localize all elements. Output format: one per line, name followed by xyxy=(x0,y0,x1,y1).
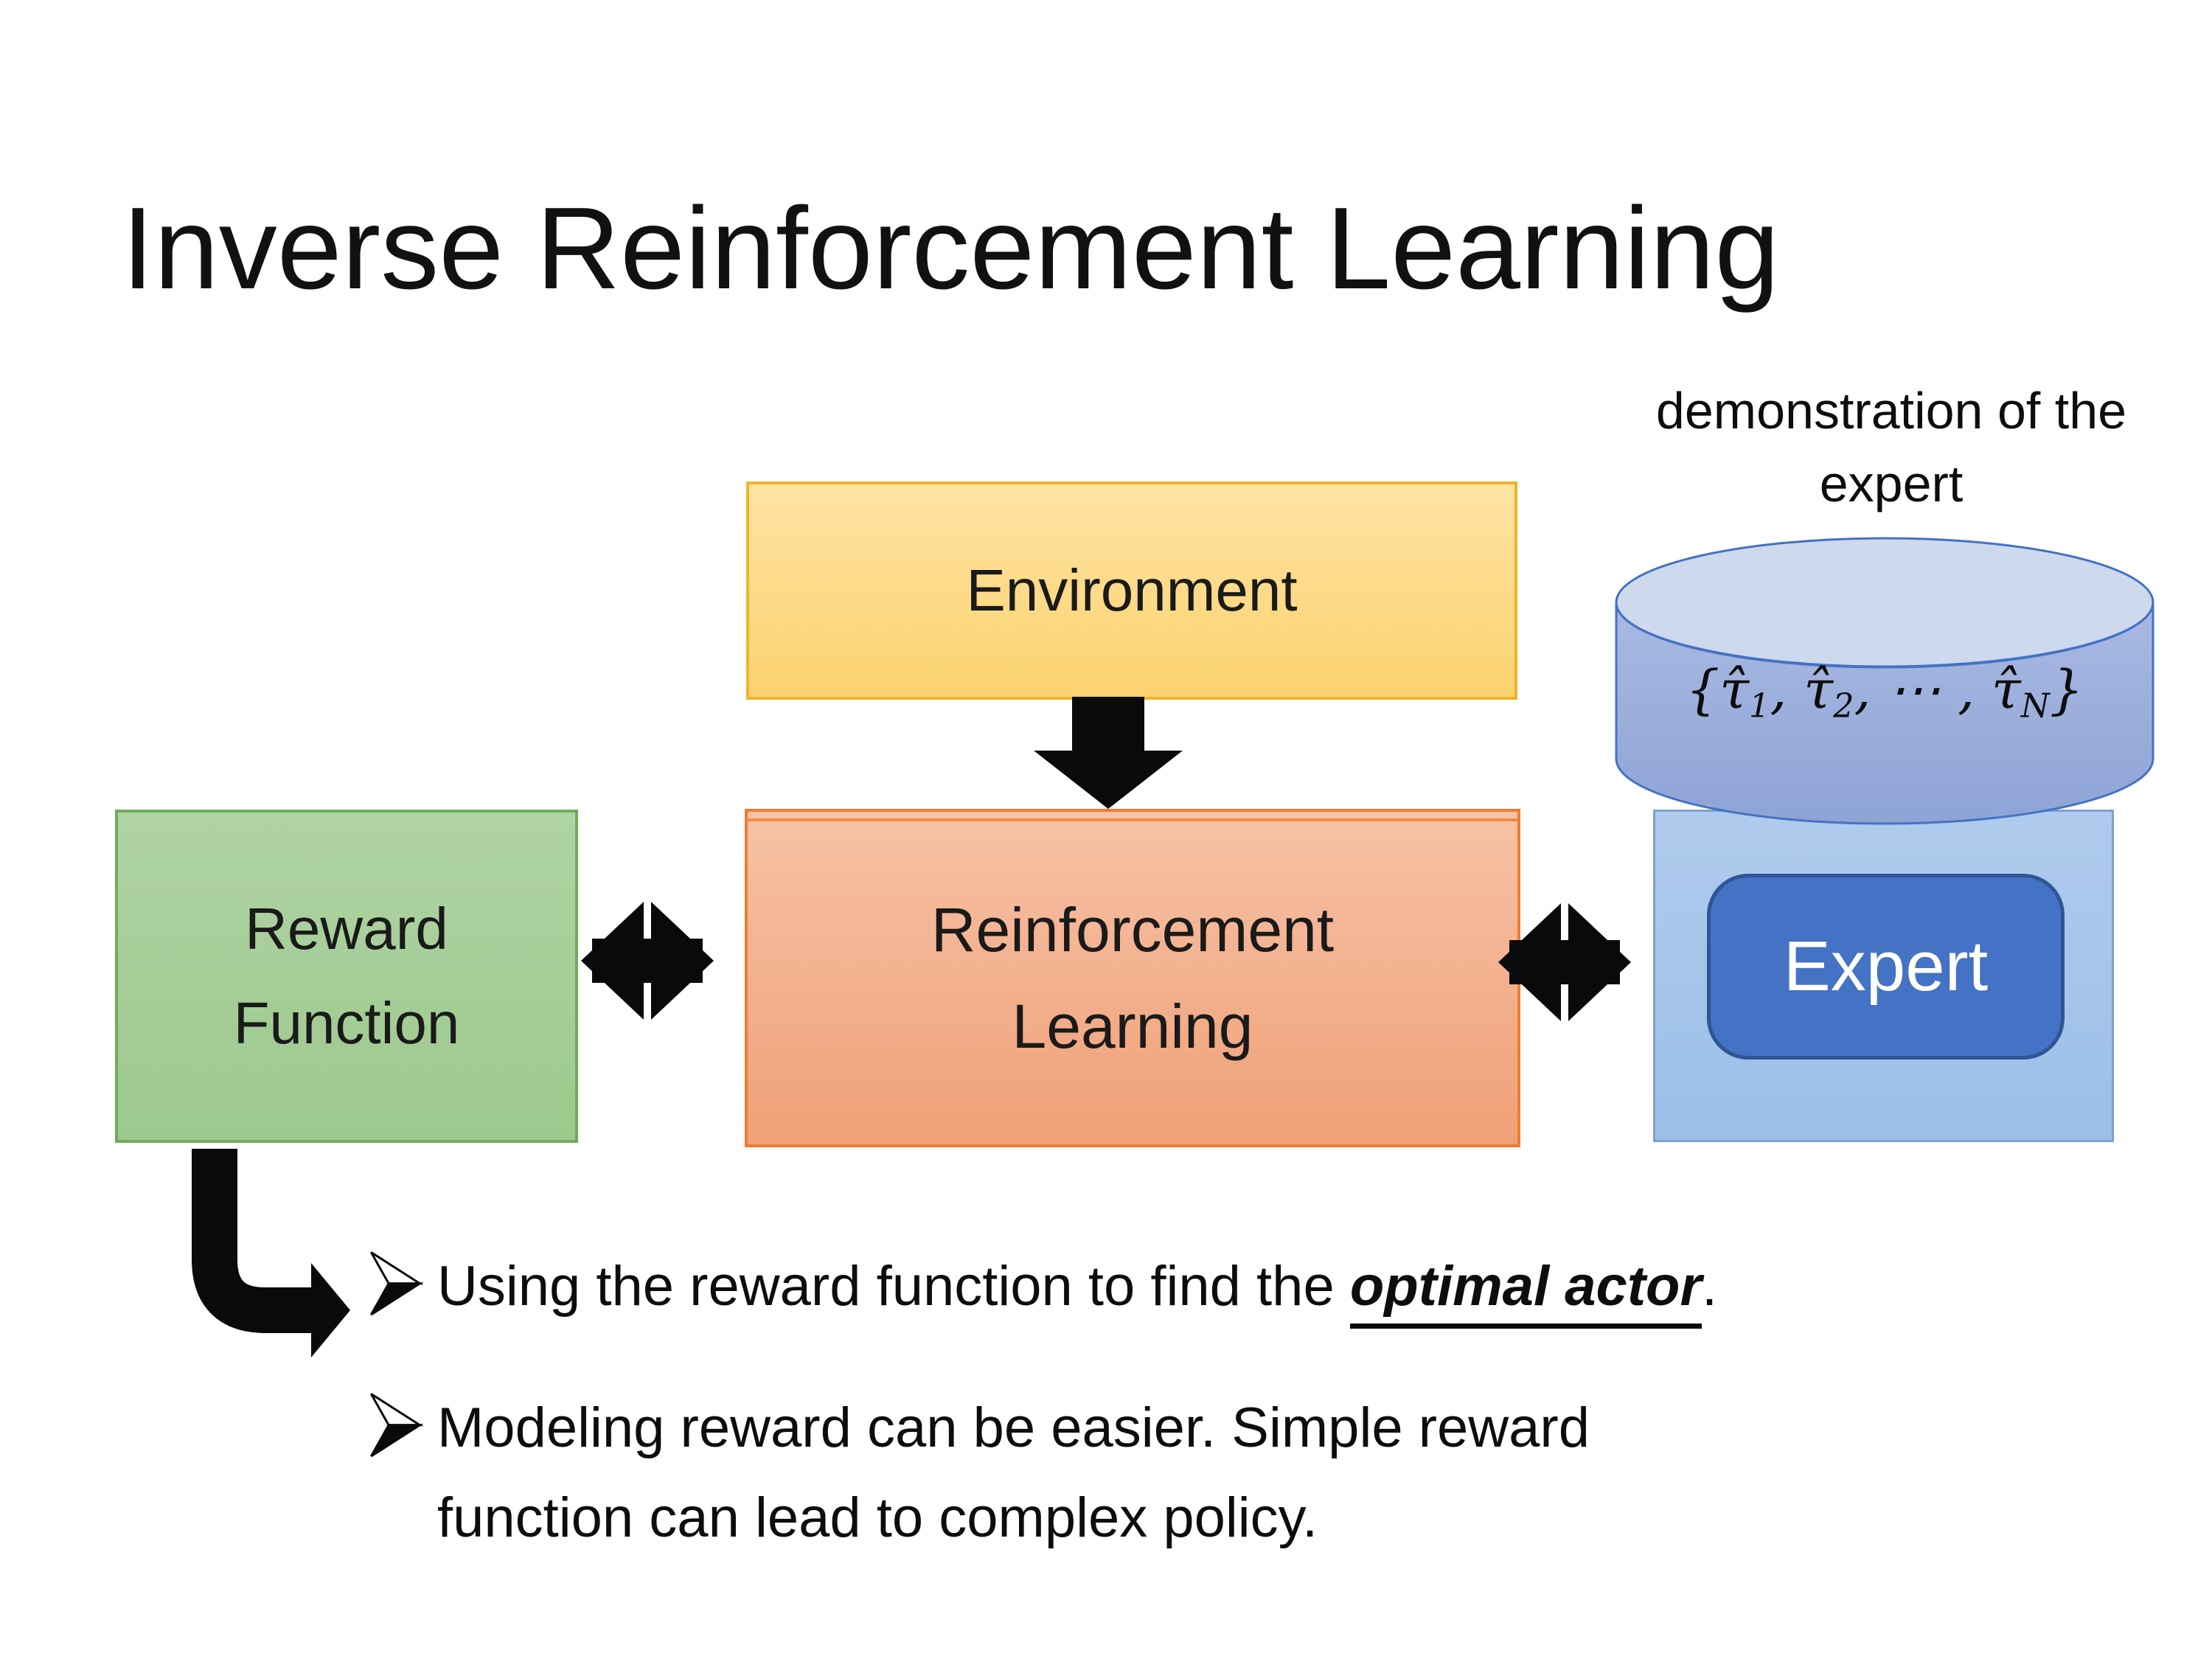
demonstration-of-expert-label: demonstration of the expert xyxy=(1655,382,2127,513)
down-arrow-icon xyxy=(1034,697,1183,809)
environment-label: Environment xyxy=(966,557,1298,623)
bullet-text: Using the reward function to find the op… xyxy=(437,1242,1717,1332)
reinforcement-learning-label: Reinforcement Learning xyxy=(931,895,1335,1061)
expert-label: Expert xyxy=(1783,927,1989,1006)
database-cylinder-icon xyxy=(1615,537,2154,825)
bullet-item: Modeling reward can be easier. Simple re… xyxy=(366,1383,2166,1563)
bullet-arrow-icon xyxy=(370,1393,424,1458)
text-segment: . xyxy=(1702,1255,1718,1318)
emphasized-text: optimal actor xyxy=(1349,1255,1703,1329)
formula-part: , ⋯ , τ̂ xyxy=(1854,658,2021,720)
formula-subscript: 2 xyxy=(1833,686,1854,726)
formula-part: } xyxy=(2049,658,2084,720)
bullet-list: Using the reward function to find the op… xyxy=(366,1242,2166,1615)
bullet-item: Using the reward function to find the op… xyxy=(366,1242,2166,1332)
bullet-arrow-icon xyxy=(370,1251,424,1316)
formula-subscript: N xyxy=(2020,686,2050,726)
node-reward-function: Reward Function xyxy=(115,810,578,1143)
rl-box-inner-top-line xyxy=(748,818,1517,821)
double-arrow-icon-left xyxy=(581,902,714,1020)
elbow-arrow-icon xyxy=(192,1149,350,1357)
reward-function-label: Reward Function xyxy=(233,896,460,1056)
text-segment: Using the reward function to find the xyxy=(437,1255,1350,1318)
double-arrow-icon-right xyxy=(1498,903,1631,1021)
page-title: Inverse Reinforcement Learning xyxy=(122,184,1780,313)
bullet-text: Modeling reward can be easier. Simple re… xyxy=(437,1383,1764,1563)
node-environment: Environment xyxy=(746,481,1517,700)
trajectory-formula: {τ̂1, τ̂2, ⋯ , τ̂N} xyxy=(1629,658,2140,725)
formula-part: {τ̂ xyxy=(1686,658,1750,720)
formula-part: , τ̂ xyxy=(1770,658,1834,720)
node-expert: Expert xyxy=(1707,874,2065,1060)
node-reinforcement-learning: Reinforcement Learning xyxy=(745,809,1520,1147)
formula-subscript: 1 xyxy=(1749,686,1770,726)
text-segment: Modeling reward can be easier. Simple re… xyxy=(437,1397,1590,1549)
